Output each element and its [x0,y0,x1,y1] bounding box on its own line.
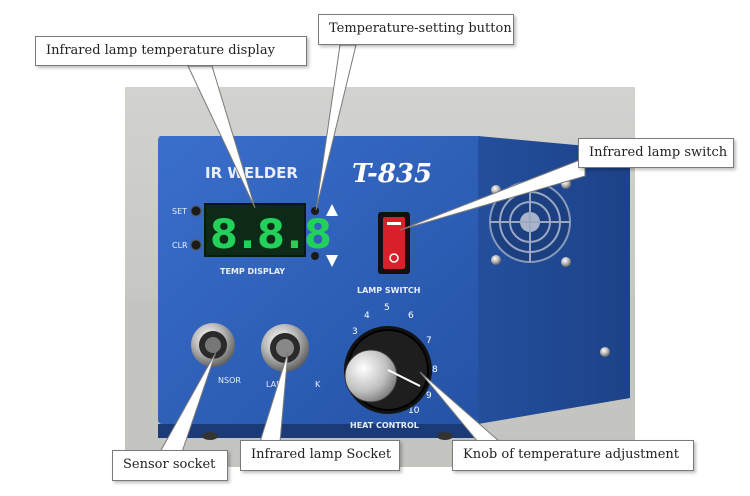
lamp-socket[interactable] [261,324,309,372]
triangle-up-icon [326,204,338,216]
temperature-knob[interactable] [344,326,432,414]
callout-sensor-socket: Sensor socket [112,450,228,481]
svg-text:9: 9 [426,391,432,401]
pointer-temp-button [315,44,357,211]
fan-grille [489,179,571,267]
clr-label: CLR [172,241,188,250]
callout-temp-button: Temperature-setting button [318,14,514,45]
lamp-switch[interactable] [383,217,405,269]
brand-label: IR WELDER [205,164,298,182]
callout-knob: Knob of temperature adjustment [452,440,694,471]
svg-text:3: 3 [352,327,358,337]
temperature-display-value: 8.8.8 [210,212,334,258]
temp-display-label: TEMP DISPLAY [220,267,285,276]
set-indicator [190,205,202,217]
callout-lamp-socket: Infrared lamp Socket [240,440,400,471]
svg-text:10: 10 [408,406,420,416]
model-label: T-835 [352,159,432,189]
clr-indicator [190,239,202,251]
sensor-socket[interactable] [191,323,235,367]
lamp-socket-label: LAM [266,380,283,389]
svg-text:5: 5 [384,303,390,313]
pointer-temp-display [187,65,256,209]
sensor-socket-label: NSOR [218,376,241,385]
temperature-display [204,203,306,257]
svg-text:7: 7 [426,336,432,346]
svg-text:6: 6 [408,311,414,321]
callout-lamp-switch: Infrared lamp switch [578,138,734,168]
heat-control-dial: 3 4 5 6 7 8 9 10 [352,303,438,416]
temp-up-button[interactable] [311,207,319,215]
set-label: SET [172,207,187,216]
temp-down-button[interactable] [311,252,319,260]
lamp-socket-label-end: K [315,380,321,389]
triangle-down-icon [326,255,338,267]
callout-temp-display: Infrared lamp temperature display [35,36,307,66]
lamp-switch-label: LAMP SWITCH [357,286,420,295]
svg-text:8: 8 [432,365,438,375]
heat-control-label: HEAT CONTROL [350,421,419,430]
svg-text:4: 4 [364,311,370,321]
